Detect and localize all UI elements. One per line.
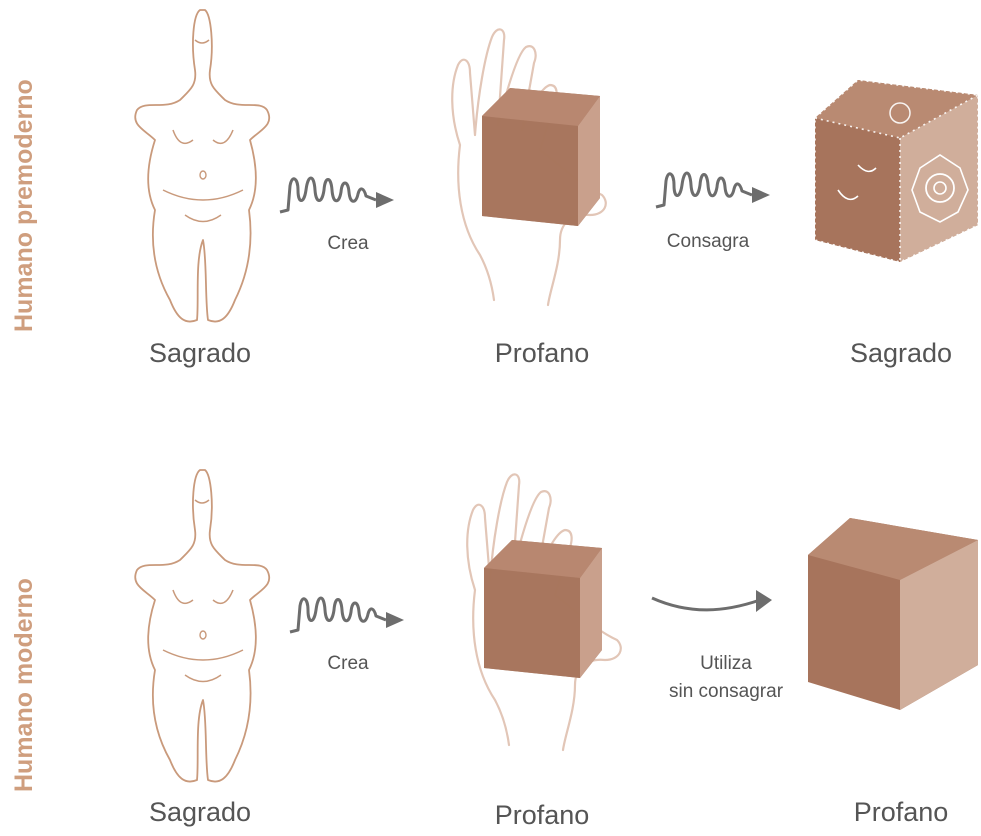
decorated-cube-icon: [815, 80, 978, 262]
squiggle-arrow-icon: [280, 178, 394, 212]
arrow-label-utiliza-line2: sin consagrar: [669, 681, 783, 702]
arrow-label-utiliza: Utiliza sin consagrar: [636, 650, 816, 705]
arrow-label-crea: Crea: [258, 230, 438, 258]
cube-icon: [484, 540, 602, 678]
caption-r2-1: Sagrado: [90, 797, 310, 828]
caption-r2-3: Profano: [791, 797, 981, 828]
arrow-label-crea-2: Crea: [258, 650, 438, 678]
caption-r1-2: Profano: [432, 338, 652, 369]
squiggle-arrow-icon: [290, 598, 404, 632]
caption-r1-3: Sagrado: [791, 338, 981, 369]
caption-r2-2: Profano: [432, 800, 652, 831]
cube-icon: [482, 88, 600, 226]
arrow-label-utiliza-line1: Utiliza: [700, 653, 752, 674]
squiggle-arrow-icon: [656, 173, 770, 207]
curved-arrow-icon: [652, 590, 772, 612]
plain-cube-icon: [808, 518, 978, 710]
venus-figurine-icon: [135, 10, 269, 322]
venus-figurine-icon: [135, 470, 269, 782]
arrow-label-consagra: Consagra: [618, 228, 798, 256]
caption-r1-1: Sagrado: [90, 338, 310, 369]
